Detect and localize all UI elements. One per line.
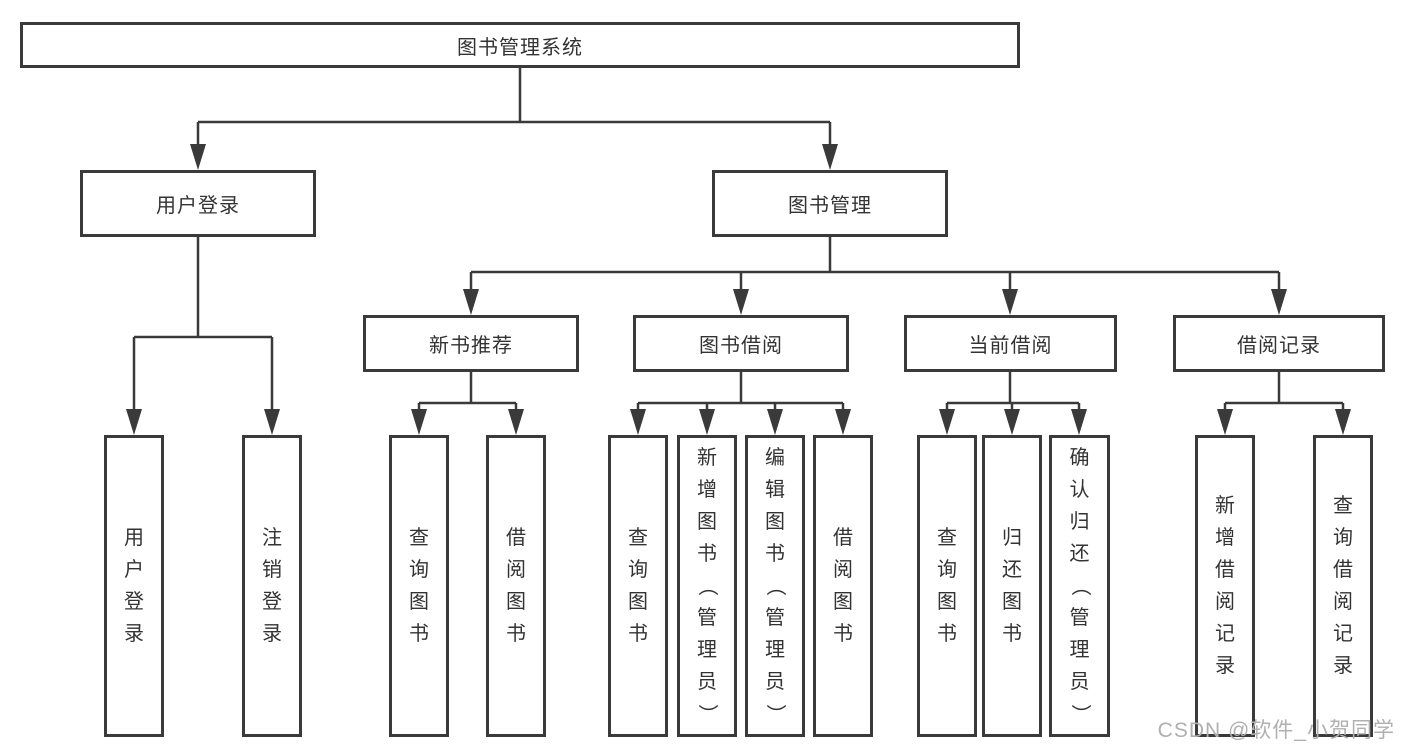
node-book-borrow-label: 图书借阅 [699, 335, 783, 357]
node-user-login: 用户登录 [80, 170, 316, 237]
node-new-book-recommend: 新书推荐 [363, 315, 579, 372]
leaf-query-books-recommend-label: 查询图书 [409, 527, 429, 645]
leaf-logout-label: 注销登录 [262, 527, 282, 645]
leaf-query-books-recommend: 查询图书 [389, 435, 449, 737]
leaf-confirm-return-admin: 确认归还（管理员） [1049, 435, 1110, 737]
leaf-edit-book-admin-label: 编辑图书（管理员） [764, 447, 786, 724]
leaf-user-login: 用户登录 [104, 435, 164, 737]
node-current-borrow-label: 当前借阅 [968, 335, 1053, 357]
leaf-edit-book-admin: 编辑图书（管理员） [745, 435, 805, 737]
leaf-query-books-borrow-label: 查询图书 [628, 527, 648, 645]
node-book-borrow: 图书借阅 [633, 315, 849, 372]
leaf-return-books: 归还图书 [982, 435, 1042, 737]
leaf-return-books-label: 归还图书 [1002, 527, 1022, 645]
leaf-query-books-current-label: 查询图书 [937, 527, 957, 645]
leaf-query-borrow-record: 查询借阅记录 [1313, 435, 1373, 737]
leaf-add-borrow-record: 新增借阅记录 [1195, 435, 1255, 737]
arrowheads [126, 144, 1351, 435]
leaf-query-borrow-record-label: 查询借阅记录 [1333, 495, 1353, 677]
node-book-management: 图书管理 [712, 170, 948, 237]
leaf-user-login-label: 用户登录 [124, 527, 144, 645]
leaf-borrow-books-recommend: 借阅图书 [486, 435, 546, 737]
node-root-label: 图书管理系统 [457, 36, 583, 59]
node-borrow-records-label: 借阅记录 [1237, 335, 1321, 357]
leaf-query-books-borrow: 查询图书 [608, 435, 668, 737]
node-current-borrow: 当前借阅 [904, 315, 1117, 372]
leaf-borrow-books-label: 借阅图书 [833, 527, 853, 645]
leaf-add-borrow-record-label: 新增借阅记录 [1215, 495, 1235, 677]
leaf-add-book-admin-label: 新增图书（管理员） [696, 447, 718, 724]
leaf-add-book-admin: 新增图书（管理员） [677, 435, 737, 737]
leaf-query-books-current: 查询图书 [917, 435, 977, 737]
leaf-confirm-return-admin-label: 确认归还（管理员） [1068, 447, 1091, 724]
node-borrow-records: 借阅记录 [1173, 315, 1385, 372]
leaf-borrow-books-recommend-label: 借阅图书 [506, 527, 526, 645]
csdn-watermark: CSDN @软件_小贺同学 [1157, 719, 1395, 742]
leaf-logout: 注销登录 [242, 435, 302, 737]
node-book-management-label: 图书管理 [788, 195, 872, 217]
leaf-borrow-books: 借阅图书 [813, 435, 873, 737]
node-user-login-label: 用户登录 [156, 195, 240, 217]
node-new-book-recommend-label: 新书推荐 [429, 335, 513, 357]
node-root: 图书管理系统 [20, 22, 1020, 68]
